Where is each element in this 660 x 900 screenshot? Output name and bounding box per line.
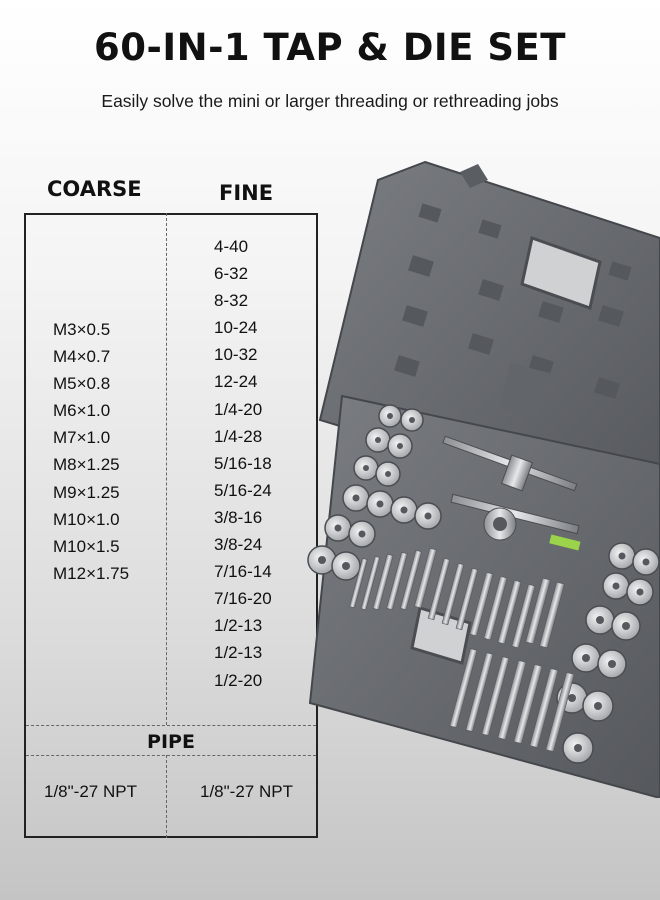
- coarse-size: M5×0.8: [53, 374, 111, 394]
- coarse-size: M10×1.5: [53, 536, 120, 556]
- fine-size: 1/2-20: [214, 670, 263, 690]
- page-subtitle: Easily solve the mini or larger threadin…: [101, 91, 559, 111]
- fine-size: 7/16-14: [214, 562, 272, 582]
- fine-size: 1/2-13: [214, 643, 263, 663]
- fine-size: 6-32: [214, 264, 249, 284]
- coarse-size: M8×1.25: [53, 455, 120, 475]
- pipe-heading: PIPE: [147, 731, 195, 753]
- pipe-size-coarse: 1/8"-27 NPT: [44, 782, 137, 801]
- fine-list: 4-40 6-32 8-32 10-24 10-32 12-24 1/4-20 …: [214, 233, 272, 694]
- coarse-size: M12×1.75: [53, 563, 130, 583]
- fine-size: 8-32: [214, 291, 249, 311]
- pipe-divider-bottom: [26, 755, 316, 756]
- fine-size: 1/2-13: [214, 616, 263, 636]
- fine-size: 10-32: [214, 345, 258, 365]
- coarse-size: M4×0.7: [53, 347, 111, 367]
- fine-size: 1/4-28: [214, 426, 263, 446]
- coarse-size: M10×1.0: [53, 509, 120, 529]
- fine-size: 5/16-24: [214, 480, 272, 500]
- coarse-size: M9×1.25: [53, 482, 120, 502]
- coarse-size: M6×1.0: [53, 401, 111, 421]
- pipe-divider-top: [26, 725, 316, 726]
- page-title: 60-IN-1 TAP & DIE SET: [93, 26, 566, 69]
- tap-die-case-image: [307, 160, 660, 798]
- pipe-column-divider: [166, 755, 167, 838]
- fine-size: 12-24: [214, 372, 258, 392]
- fine-size: 1/4-20: [214, 399, 263, 419]
- column-divider: [166, 213, 167, 725]
- fine-size: 3/8-24: [214, 535, 263, 555]
- coarse-heading: COARSE: [47, 177, 142, 201]
- fine-size: 4-40: [214, 237, 249, 256]
- coarse-size: M3×0.5: [53, 320, 111, 339]
- coarse-list: M3×0.5 M4×0.7 M5×0.8 M6×1.0 M7×1.0 M8×1.…: [53, 316, 129, 587]
- fine-size: 10-24: [214, 318, 258, 338]
- fine-heading: FINE: [219, 181, 274, 205]
- pipe-size-fine: 1/8"-27 NPT: [200, 782, 293, 801]
- fine-size: 5/16-18: [214, 453, 272, 473]
- fine-size: 7/16-20: [214, 589, 272, 609]
- size-table: [24, 213, 318, 838]
- coarse-size: M7×1.0: [53, 428, 111, 448]
- fine-size: 3/8-16: [214, 507, 263, 527]
